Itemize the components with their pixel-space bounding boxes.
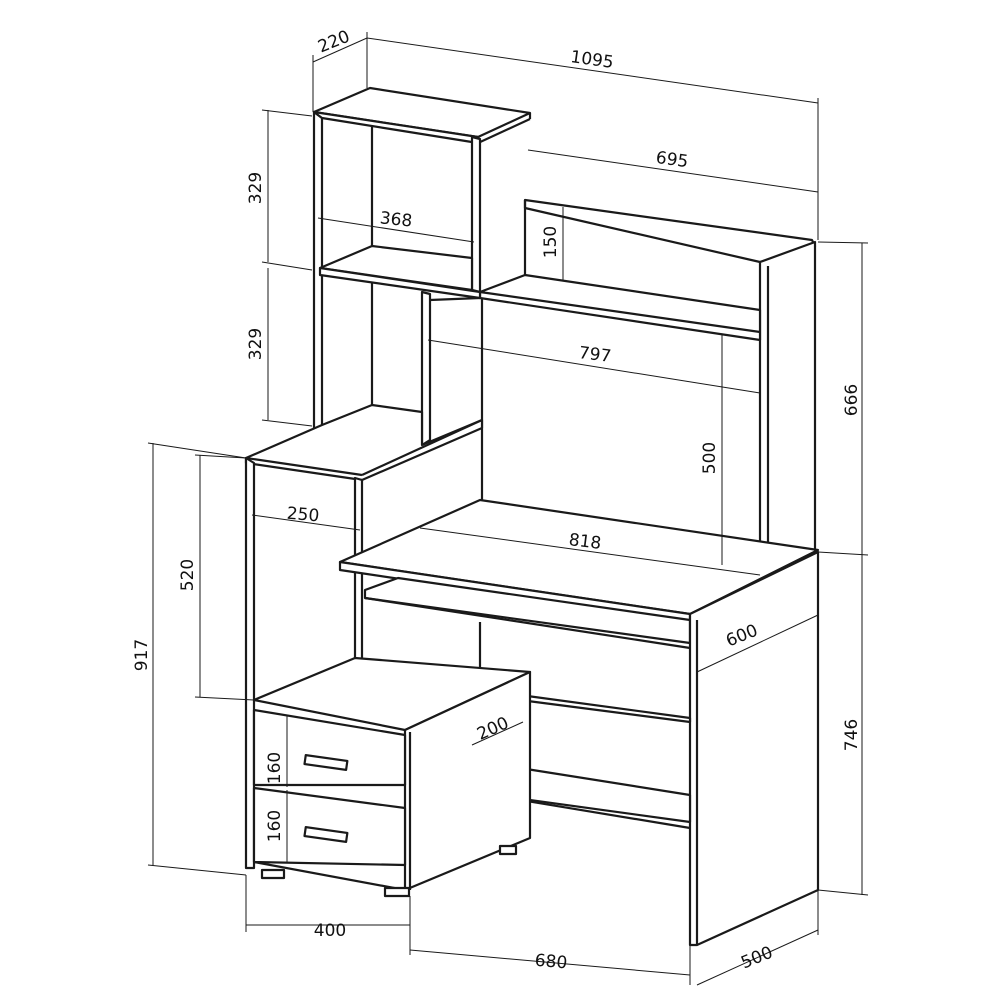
dim-side-depth: 500 — [738, 943, 776, 974]
dim-hutch-width: 695 — [655, 148, 690, 172]
dim-step-shelf-width: 250 — [286, 504, 320, 527]
dim-hutch-height: 666 — [842, 384, 862, 416]
left-side-panel — [244, 456, 256, 870]
right-side-panel — [688, 550, 820, 947]
drawer-2-handle[interactable] — [303, 826, 349, 843]
foot-left — [260, 868, 286, 880]
dim-top-depth: 220 — [315, 27, 353, 58]
drawer-2[interactable] — [252, 786, 407, 867]
dim-top-shelf-height: 329 — [246, 172, 266, 204]
dim-drawer-2-height: 160 — [265, 810, 285, 842]
dim-top-box-width: 368 — [379, 208, 413, 231]
upper-shelf-edge — [318, 266, 482, 300]
drawer-1-handle[interactable] — [303, 754, 349, 771]
dim-overall-width: 1095 — [569, 47, 615, 73]
dim-hutch-top-height: 150 — [541, 226, 561, 258]
dim-drawer-1-height: 160 — [265, 752, 285, 784]
drawer-1[interactable] — [252, 708, 407, 787]
dim-side-opening-height: 520 — [178, 559, 198, 591]
hutch-back-top — [523, 198, 817, 264]
furniture-outline — [244, 86, 820, 947]
dim-left-unit-height: 917 — [132, 639, 152, 671]
dim-mid-shelf-height: 329 — [246, 328, 266, 360]
dim-hutch-opening-height: 500 — [700, 442, 720, 474]
top-box-right-panel — [470, 135, 482, 294]
dim-cabinet-width: 400 — [314, 921, 346, 941]
foot-back — [498, 844, 518, 856]
dim-desk-height: 746 — [842, 719, 862, 751]
dim-desktop-width: 818 — [568, 530, 603, 554]
dim-hutch-inner-width: 797 — [578, 343, 613, 367]
lower-back-rail — [518, 693, 692, 724]
dim-knee-width: 680 — [534, 951, 568, 974]
foot-right — [383, 886, 411, 898]
step-top — [244, 403, 484, 482]
dimension-lines — [147, 32, 869, 986]
hutch-shelf — [478, 273, 762, 342]
middle-panel — [420, 290, 432, 447]
